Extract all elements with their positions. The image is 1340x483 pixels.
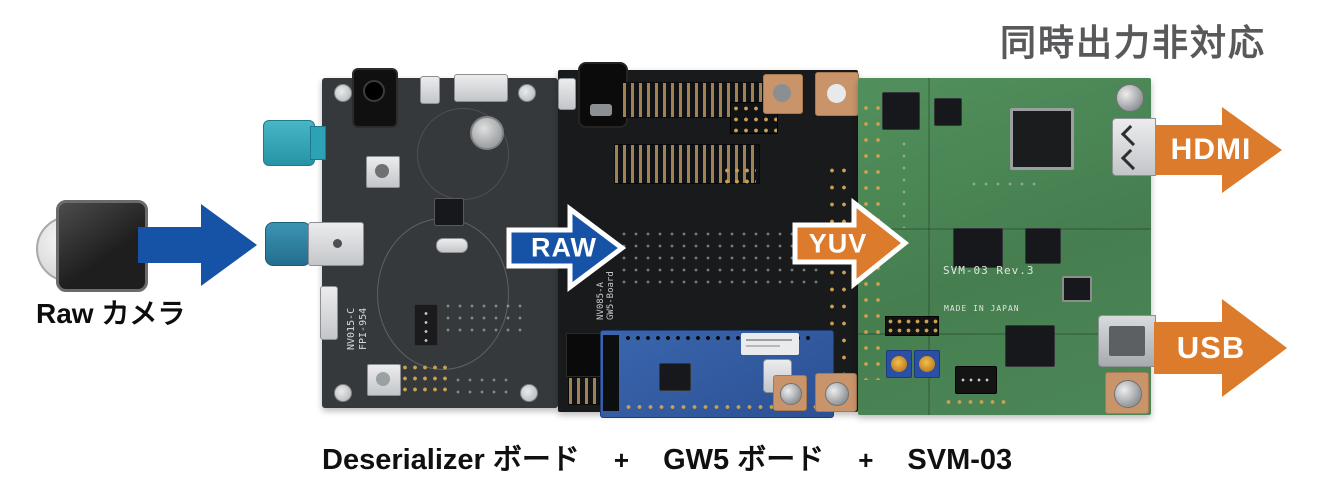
mounting-hole	[520, 384, 538, 402]
chip	[934, 98, 962, 126]
connector-4pin-white	[454, 74, 508, 102]
hdmi-arrow: HDMI	[1156, 106, 1284, 194]
fakra-connector-shell	[308, 222, 364, 266]
connector-white-small	[558, 78, 576, 110]
main-processor-chip	[1010, 108, 1074, 170]
chip	[953, 228, 1003, 268]
raw-arrow-label: RAW	[531, 232, 597, 263]
usb-b-port	[1098, 315, 1156, 367]
hole-row	[968, 178, 1038, 190]
pin-header	[885, 316, 939, 336]
fakra-connector-teal	[263, 120, 315, 166]
push-button	[366, 156, 400, 188]
through-hole-cluster	[722, 165, 756, 189]
mounting-hole	[334, 384, 352, 402]
copper-pad	[1105, 372, 1149, 414]
hdmi-arrow-label: HDMI	[1170, 133, 1252, 166]
pin-header	[400, 362, 450, 394]
boards-caption: Deserializer ボード + GW5 ボード + SVM-03	[322, 436, 1012, 478]
deserializer-board: NV015-C FPI-954	[263, 68, 558, 408]
copper-pad	[815, 72, 859, 116]
barrel-jack	[578, 62, 628, 128]
camera-icon	[56, 200, 148, 292]
camera-label: Raw カメラ	[36, 298, 186, 329]
dip-switch	[955, 366, 997, 394]
raw-arrow: RAW	[506, 202, 628, 294]
svm03-board: SVM-03 Rev.3 MADE IN JAPAN	[858, 78, 1156, 415]
solder-pads	[452, 374, 512, 396]
chip	[659, 363, 691, 391]
hdmi-port	[1112, 118, 1156, 176]
mounting-hole	[518, 84, 536, 102]
camera-to-board-arrow	[138, 201, 260, 289]
trimmer-potentiometer	[914, 350, 940, 378]
edge-connector-white	[320, 286, 338, 340]
yuv-arrow-label: YUV	[808, 228, 868, 258]
usb-arrow: USB	[1154, 297, 1290, 399]
copper-pad	[773, 375, 807, 411]
side-header	[603, 335, 619, 411]
usb-arrow-label: USB	[1176, 330, 1246, 365]
yuv-arrow: YUV	[792, 196, 910, 291]
black-header	[566, 333, 602, 377]
chip	[882, 92, 920, 130]
caption-plus: +	[858, 445, 874, 475]
screw	[1116, 84, 1144, 112]
fakra-connector-teal-base	[310, 126, 326, 160]
board-silkscreen-origin: MADE IN JAPAN	[944, 304, 1020, 313]
copper-pad	[815, 373, 857, 412]
connector-2pin	[420, 76, 440, 104]
angled-pins	[568, 377, 600, 405]
inductor-coil	[470, 116, 504, 150]
gw5-board: NV085-A GW5-Board	[558, 62, 859, 418]
crystal-oscillator	[436, 238, 468, 253]
chip	[434, 198, 464, 226]
dc-jack	[352, 68, 398, 128]
fakra-connector-blue	[265, 222, 311, 266]
trimmer-potentiometer	[886, 350, 912, 378]
board-silkscreen: NV015-C FPI-954	[346, 307, 369, 350]
caption-gw5: GW5 ボード	[663, 444, 825, 476]
caption-svm03: SVM-03	[907, 444, 1013, 476]
connector-4pin-black	[414, 304, 438, 346]
caption-deserializer: Deserializer ボード	[322, 444, 580, 476]
note-simultaneous-output: 同時出力非対応	[1000, 22, 1267, 63]
chip	[1005, 325, 1055, 367]
hole-row	[623, 401, 819, 413]
label-sticker	[741, 333, 799, 355]
mounting-hole	[334, 84, 352, 102]
solder-pads	[442, 300, 522, 340]
hole-row	[623, 333, 813, 343]
solder-pads	[618, 228, 818, 290]
push-button	[367, 364, 401, 396]
caption-plus: +	[613, 445, 630, 475]
hole-row	[943, 396, 1007, 408]
copper-pad	[763, 74, 803, 114]
soic-chip	[1062, 276, 1092, 302]
chip	[1025, 228, 1061, 264]
hole-column	[898, 138, 912, 228]
board-silkscreen-model: SVM-03 Rev.3	[943, 264, 1035, 277]
